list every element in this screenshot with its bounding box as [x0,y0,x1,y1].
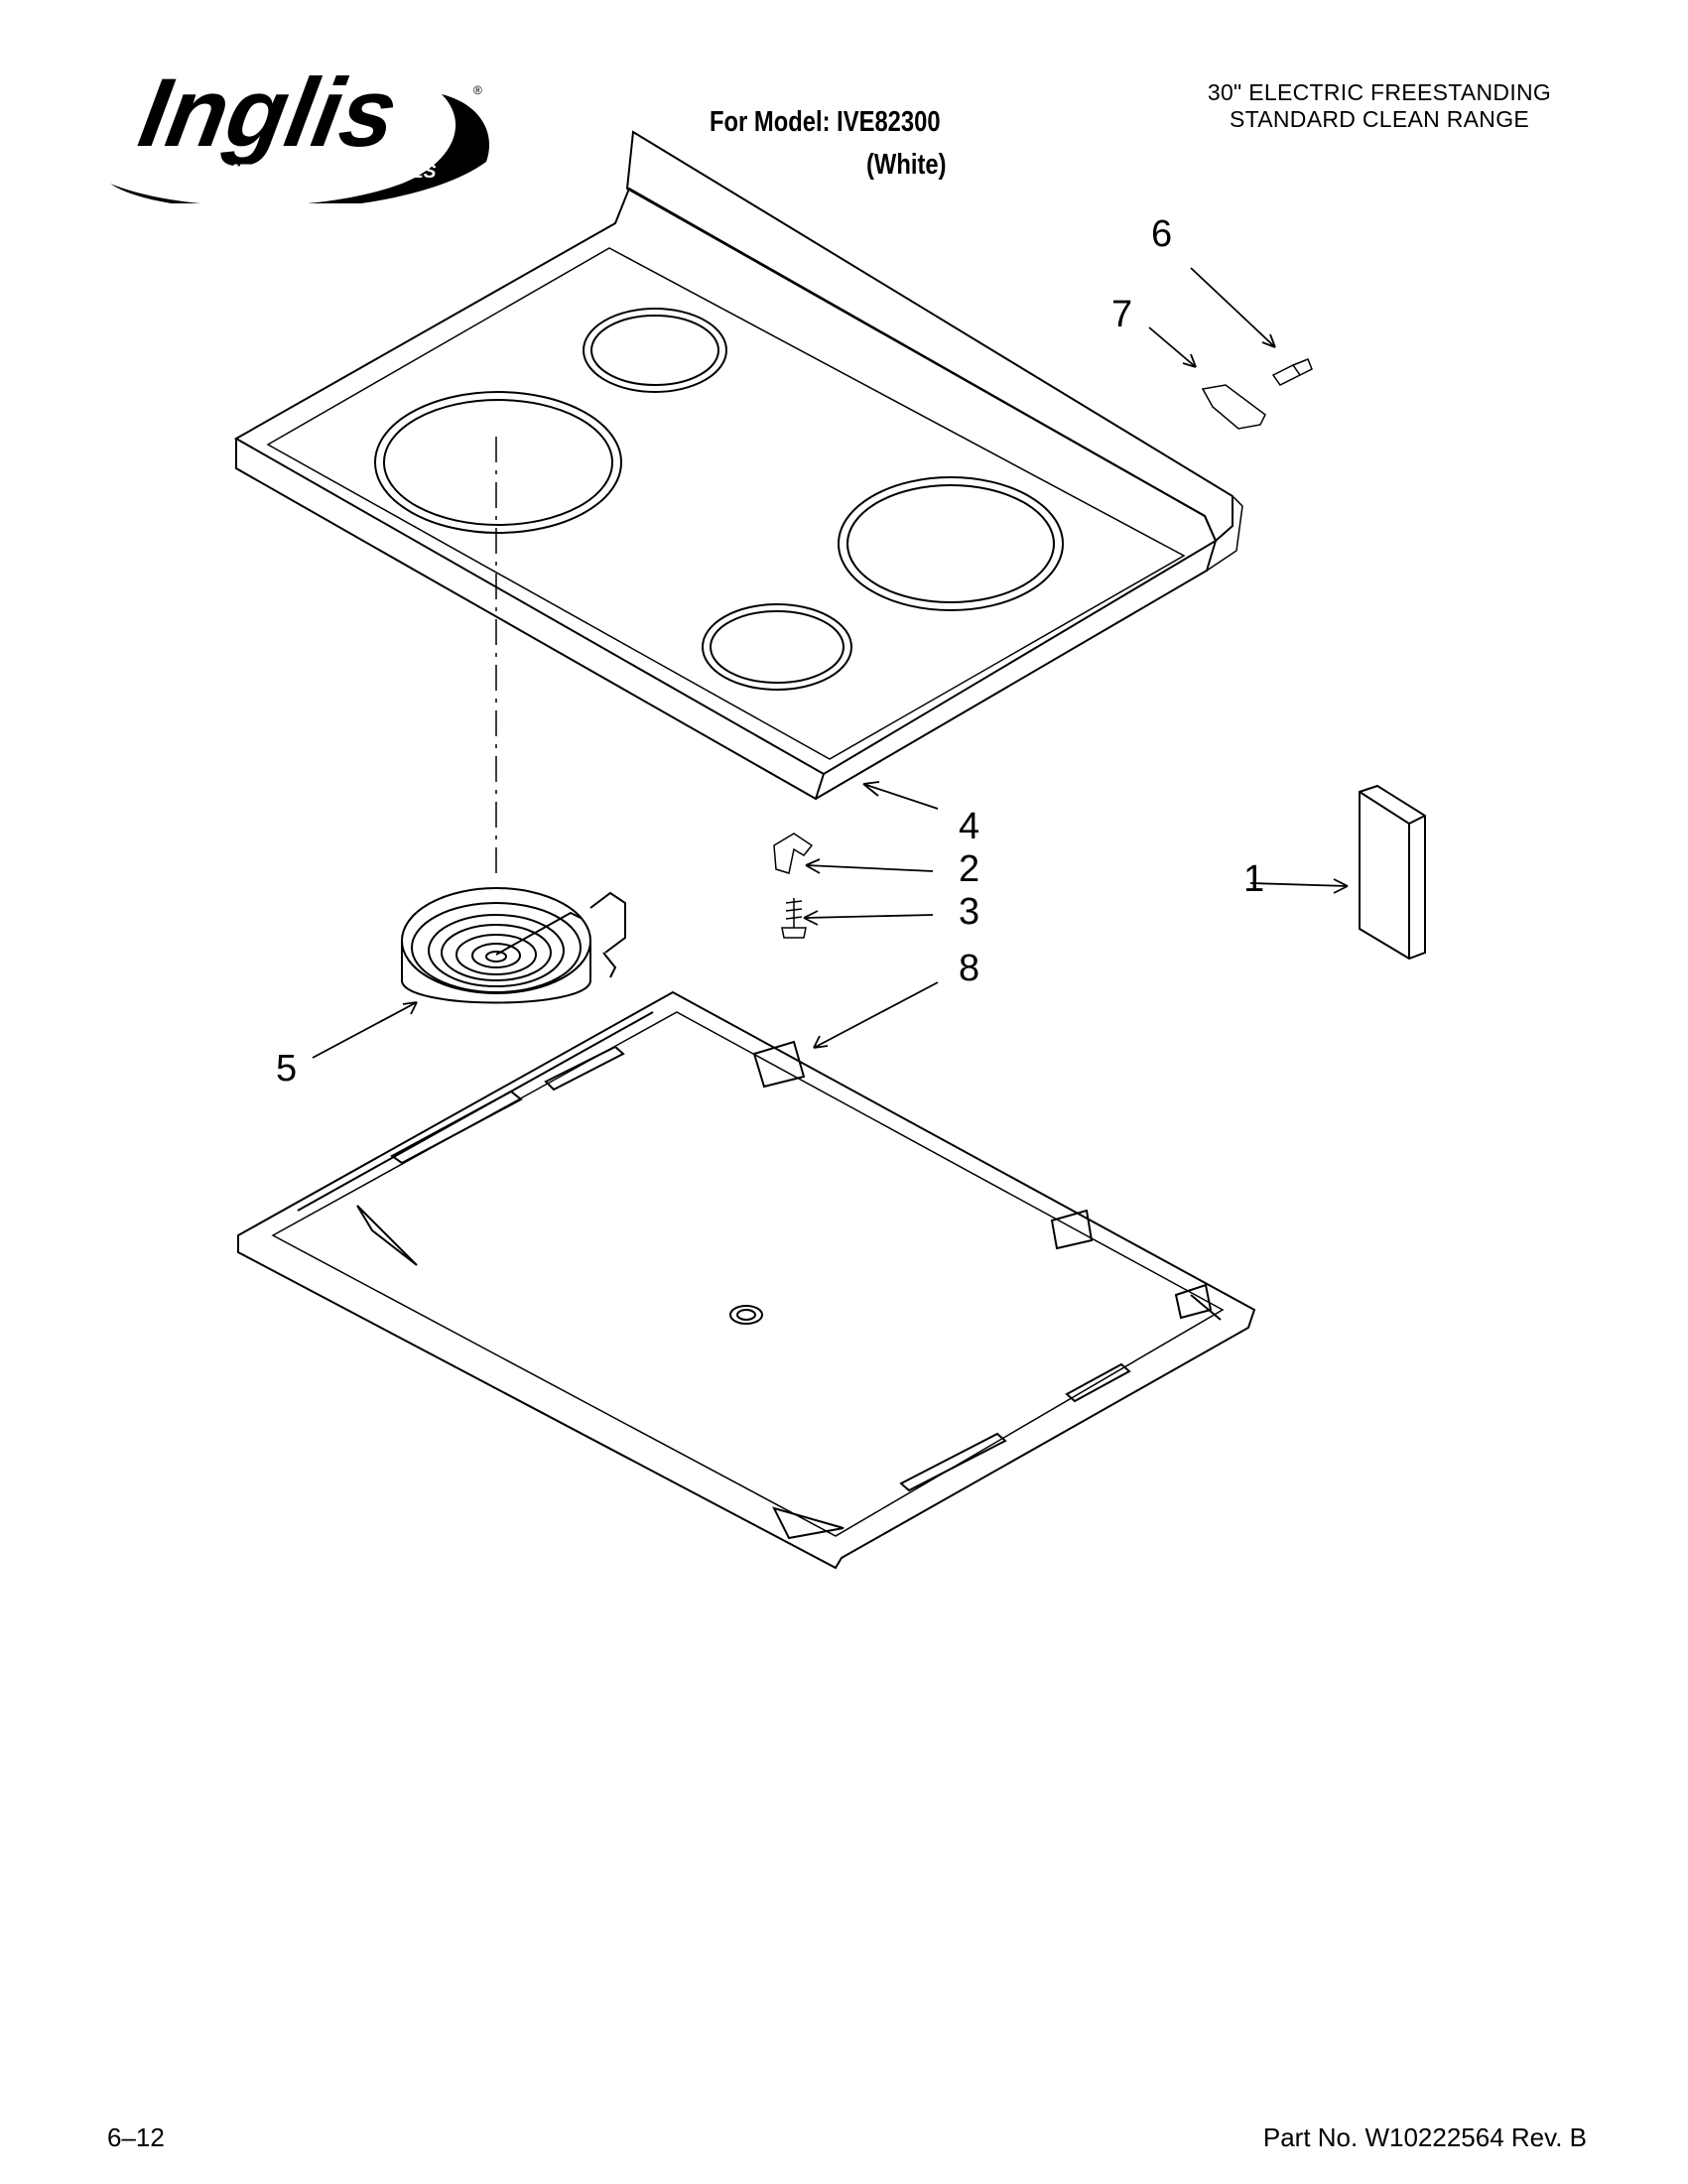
clip-part-7 [1201,384,1266,430]
callout-6: 6 [1151,213,1173,255]
callout-3: 3 [959,891,980,933]
burner-ring-right-front [702,603,852,691]
logo-sub-home: HOME [194,162,251,183]
callout-5: 5 [276,1048,298,1090]
burner-ring-right-rear [838,476,1064,611]
burner-ring-left-front [374,391,622,534]
callout-4: 4 [959,806,980,847]
cooktop-front-edge [235,439,1217,801]
callout-2: 2 [959,848,980,890]
page-number: 6–12 [107,2122,165,2152]
clip-part [773,833,814,874]
registered-mark: ® [473,83,482,97]
burner-ring-left-front-inner [383,399,613,526]
cooktop-top-surface [233,187,1218,776]
product-title-line2: STANDARD CLEAN RANGE [1229,106,1530,132]
radiant-element [401,887,626,1004]
cooktop-side-trim [1206,495,1243,572]
product-title-line1: 30" ELECTRIC FREESTANDING [1207,79,1552,105]
burner-ring-left-rear [583,308,727,393]
cooktop-glass-inner [266,247,1186,760]
model-number: For Model: IVE82300 [710,106,941,138]
model-color: (White) [866,149,947,181]
logo-wordmark: Inglis [132,59,405,167]
literature-card [1359,784,1426,961]
inglis-logo: Inglis HOME APPLIANCES ® [110,59,489,203]
callout-leaders [312,267,1349,1059]
burner-ring-left-rear-inner [590,315,719,386]
burner-ring-right-front-inner [710,610,844,684]
screw-part-3 [781,898,807,939]
callout-8: 8 [959,948,980,989]
screw-part-6 [1271,358,1313,386]
cooktop-support-panel [237,990,1256,1570]
logo-sub-appliances: APPLIANCES [314,162,437,183]
burner-ring-right-rear-inner [846,484,1055,603]
cooktop-assembly [233,130,1243,801]
callout-1: 1 [1243,858,1265,900]
part-number: Part No. W10222564 Rev. B [1262,2122,1587,2152]
callout-7: 7 [1111,294,1133,335]
